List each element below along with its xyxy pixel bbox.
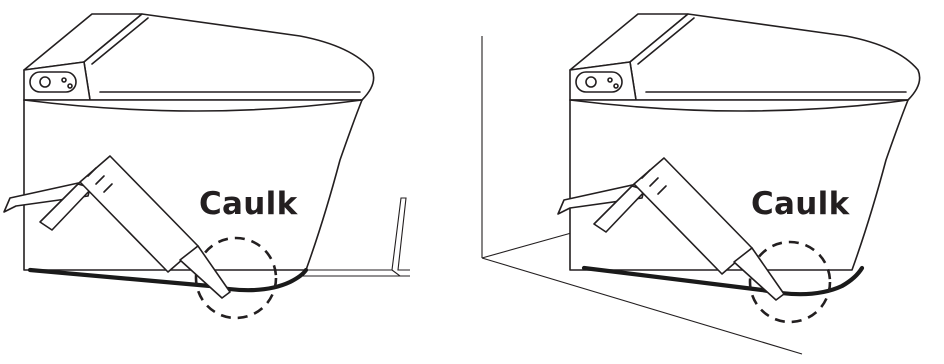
wall-corner	[481, 36, 803, 355]
caulk-label: Caulk	[199, 186, 298, 222]
highlight-circle	[194, 236, 278, 320]
highlight-circle	[748, 240, 832, 324]
caulking-gun	[557, 133, 785, 301]
panel-floor-only: Caulk	[3, 13, 410, 320]
toilet	[23, 13, 375, 271]
floor-step	[300, 197, 410, 277]
panel-illustration	[481, 13, 921, 355]
panel-illustration	[3, 13, 410, 320]
caulk-label: Caulk	[751, 186, 850, 222]
toilet	[569, 13, 921, 271]
caulk-bead	[27, 267, 309, 293]
caulking-gun	[3, 131, 231, 299]
panel-wall-corner: Caulk	[472, 0, 944, 364]
